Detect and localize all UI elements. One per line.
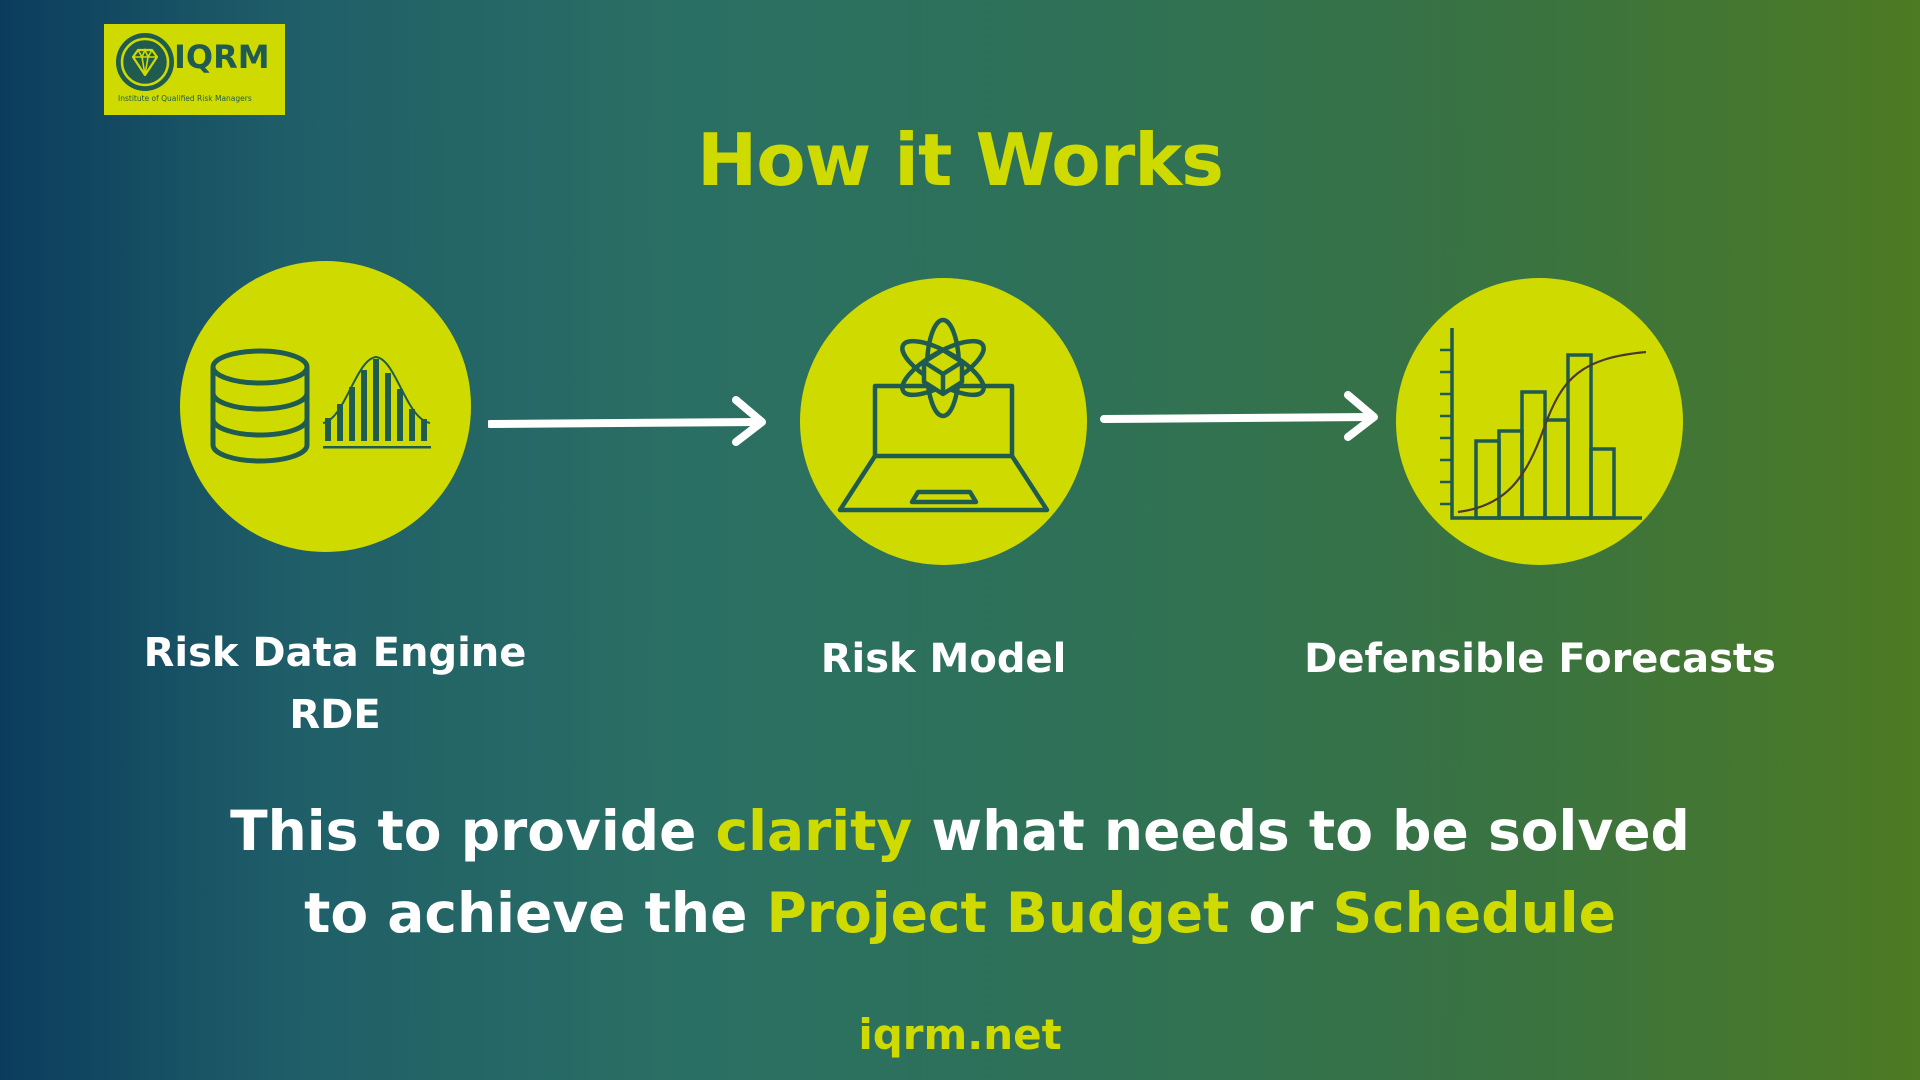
laptop-atom-icon: [837, 317, 1050, 513]
arrow-right-icon: [488, 396, 766, 446]
logo-subtitle: Institute of Qualified Risk Managers: [118, 94, 252, 103]
diamond-icon: [116, 33, 174, 91]
defensible-forecasts-circle: [1396, 278, 1683, 565]
histogram-s-curve-icon: [1440, 328, 1647, 520]
database-icon: [210, 348, 310, 464]
step-label-line: RDE: [289, 692, 381, 738]
risk-model-circle: [800, 278, 1087, 565]
step-label-risk-data-engine: Risk Data Engine RDE: [100, 622, 570, 746]
step-label-risk-model: Risk Model: [700, 628, 1187, 690]
tagline-text: or: [1229, 881, 1333, 945]
arrow-right-icon: [1100, 391, 1378, 441]
tagline-highlight-project-budget: Project Budget: [766, 881, 1230, 945]
step-label-defensible-forecasts: Defensible Forecasts: [1270, 628, 1810, 690]
tagline-text: This to provide: [230, 799, 716, 863]
tagline-text: what needs to be solved: [912, 799, 1690, 863]
website-link[interactable]: iqrm.net: [858, 1010, 1062, 1059]
distribution-chart-icon: [322, 355, 431, 449]
tagline-text: to achieve the: [304, 881, 767, 945]
tagline-line-2: to achieve the Project Budget or Schedul…: [0, 872, 1920, 954]
page-title: How it Works: [696, 118, 1224, 202]
iqrm-logo[interactable]: IQRM Institute of Qualified Risk Manager…: [104, 24, 285, 115]
tagline-highlight-schedule: Schedule: [1332, 881, 1616, 945]
risk-data-engine-circle: [180, 261, 471, 552]
logo-name: IQRM: [174, 38, 270, 76]
tagline-line-1: This to provide clarity what needs to be…: [0, 790, 1920, 872]
step-label-line: Defensible Forecasts: [1304, 636, 1776, 682]
step-label-line: Risk Data Engine: [143, 630, 527, 676]
tagline: This to provide clarity what needs to be…: [0, 790, 1920, 954]
step-label-line: Risk Model: [820, 636, 1067, 682]
tagline-highlight-clarity: clarity: [715, 799, 913, 863]
